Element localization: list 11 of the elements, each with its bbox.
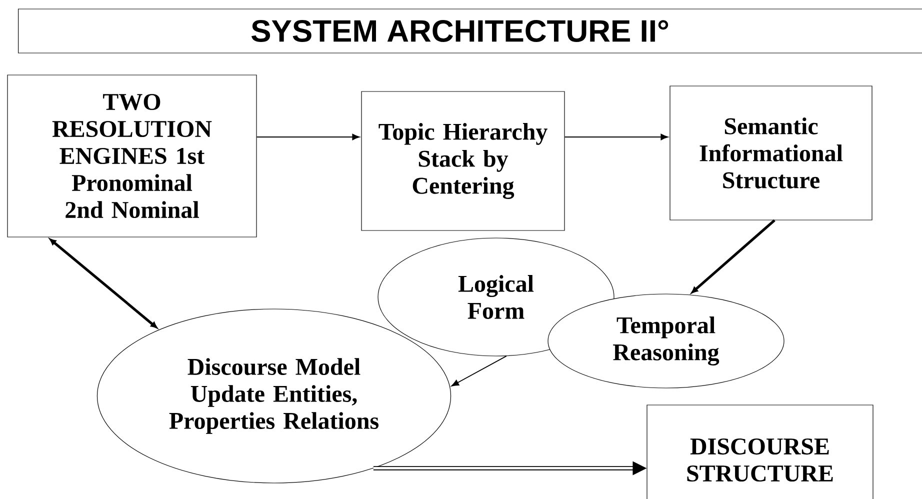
process-box: Semantic Informational Structure <box>670 86 872 220</box>
arrow <box>373 461 647 476</box>
arrow <box>256 134 360 140</box>
output-box: DISCOURSE STRUCTURE <box>646 404 874 499</box>
process-box: Topic Hierarchy Stack by Centering <box>361 91 565 231</box>
engine-box: TWO RESOLUTION ENGINES 1st Pronominal 2nd Nominal <box>7 74 257 238</box>
title: SYSTEM ARCHITECTURE II° <box>251 20 668 42</box>
arrow <box>564 134 668 140</box>
arrow <box>451 356 507 386</box>
arrow <box>691 219 776 294</box>
arrow <box>50 238 158 328</box>
